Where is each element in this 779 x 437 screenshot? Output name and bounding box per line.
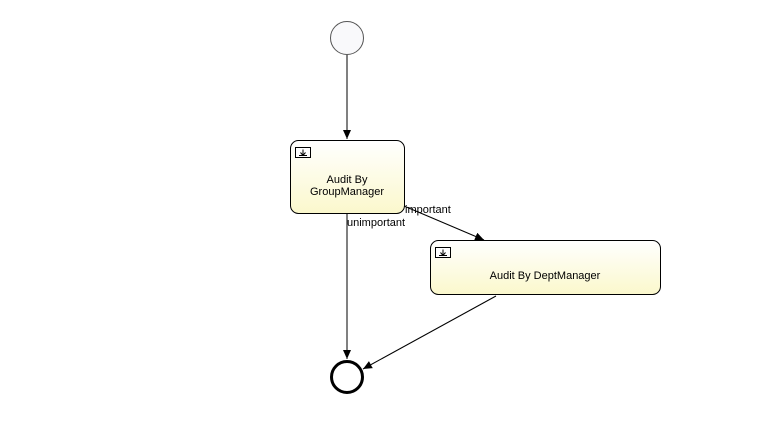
flow-dept-to-end[interactable] <box>362 295 497 370</box>
user-task-icon <box>295 147 311 158</box>
start-event[interactable] <box>330 21 364 55</box>
task-label-line-1: Audit By DeptManager <box>490 270 601 282</box>
task-audit-by-groupmanager[interactable]: Audit By GroupManager <box>290 140 405 214</box>
task-audit-by-deptmanager[interactable]: Audit By DeptManager <box>430 240 661 295</box>
task-label-line-2: GroupManager <box>310 186 384 198</box>
flow-label-important: important <box>405 204 451 216</box>
task-label-line-1: Audit By <box>327 174 368 186</box>
flow-label-unimportant: unimportant <box>347 217 405 229</box>
user-task-icon <box>435 247 451 258</box>
flow-group-to-dept[interactable] <box>403 205 485 241</box>
end-event[interactable] <box>330 360 364 394</box>
